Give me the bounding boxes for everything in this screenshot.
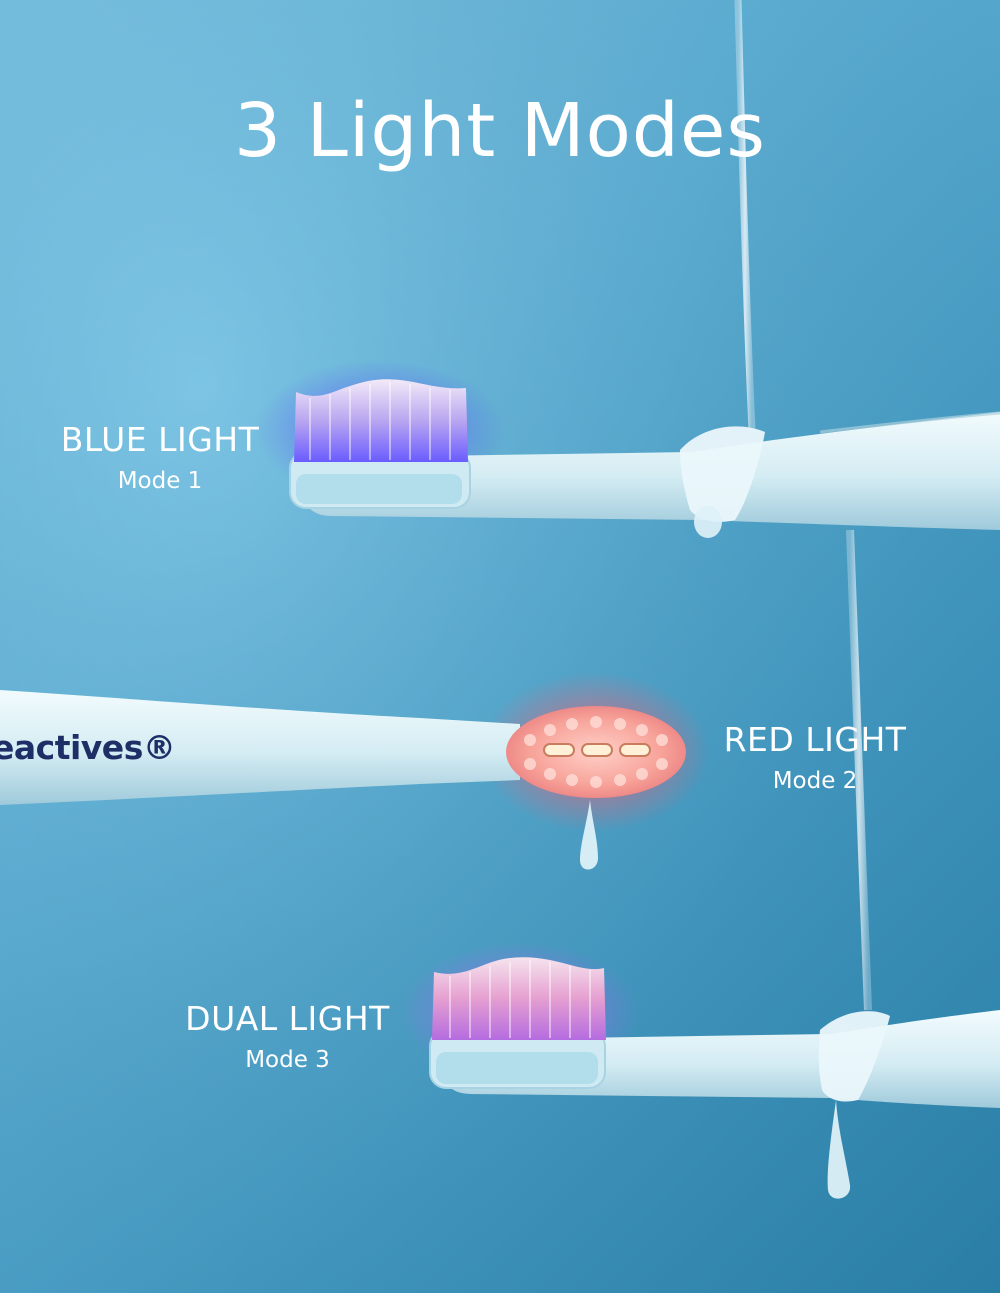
brand-logo-text: eactives®: [0, 728, 176, 767]
mode-2-name: RED LIGHT: [723, 720, 907, 759]
mode-1-label: Mode 1: [117, 468, 203, 494]
mode-2-label: Mode 2: [772, 768, 858, 794]
gel-stream-right: [846, 529, 872, 1011]
mode-3-name: DUAL LIGHT: [185, 999, 390, 1038]
gel-stream-top: [734, 0, 756, 431]
mode-3-label: Mode 3: [245, 1047, 330, 1073]
page-title: 3 Light Modes: [234, 88, 766, 174]
mode-1-name: BLUE LIGHT: [60, 420, 260, 459]
toothbrush-dual-mode: [400, 942, 1000, 1199]
toothbrush-blue-mode: [255, 360, 1000, 538]
toothbrush-red-mode: [0, 672, 710, 870]
